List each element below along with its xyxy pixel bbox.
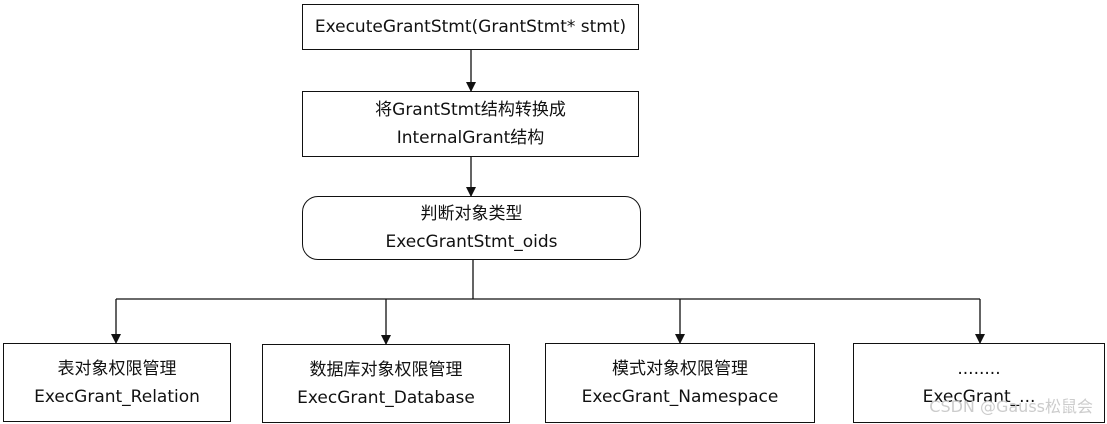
branch-other-line-2: ExecGrant_... (922, 387, 1036, 407)
decision-line-2: ExecGrantStmt_oids (385, 232, 558, 252)
branch-database-line-1: 数据库对象权限管理 (309, 359, 463, 380)
branch-database-box: 数据库对象权限管理 ExecGrant_Database (262, 344, 510, 423)
execute-grant-stmt-box: ExecuteGrantStmt(GrantStmt* stmt) (302, 4, 639, 50)
decision-object-type-box: 判断对象类型 ExecGrantStmt_oids (302, 196, 641, 260)
branch-namespace-line-2: ExecGrant_Namespace (581, 387, 779, 407)
convert-structure-line-2: InternalGrant结构 (396, 128, 545, 148)
branch-database-line-2: ExecGrant_Database (297, 387, 475, 408)
decision-line-1: 判断对象类型 (420, 204, 523, 224)
branch-relation-line-2: ExecGrant_Relation (34, 386, 200, 407)
branch-relation-line-1: 表对象权限管理 (57, 358, 177, 379)
convert-structure-box: 将GrantStmt结构转换成 InternalGrant结构 (302, 91, 639, 157)
branch-other-line-1: ........ (957, 359, 1001, 379)
execute-grant-stmt-label: ExecuteGrantStmt(GrantStmt* stmt) (314, 17, 627, 37)
branch-other-box: ........ ExecGrant_... (853, 343, 1105, 423)
branch-relation-box: 表对象权限管理 ExecGrant_Relation (3, 343, 231, 422)
branch-namespace-box: 模式对象权限管理 ExecGrant_Namespace (545, 343, 815, 423)
branch-namespace-line-1: 模式对象权限管理 (612, 359, 748, 379)
convert-structure-line-1: 将GrantStmt结构转换成 (375, 100, 566, 120)
